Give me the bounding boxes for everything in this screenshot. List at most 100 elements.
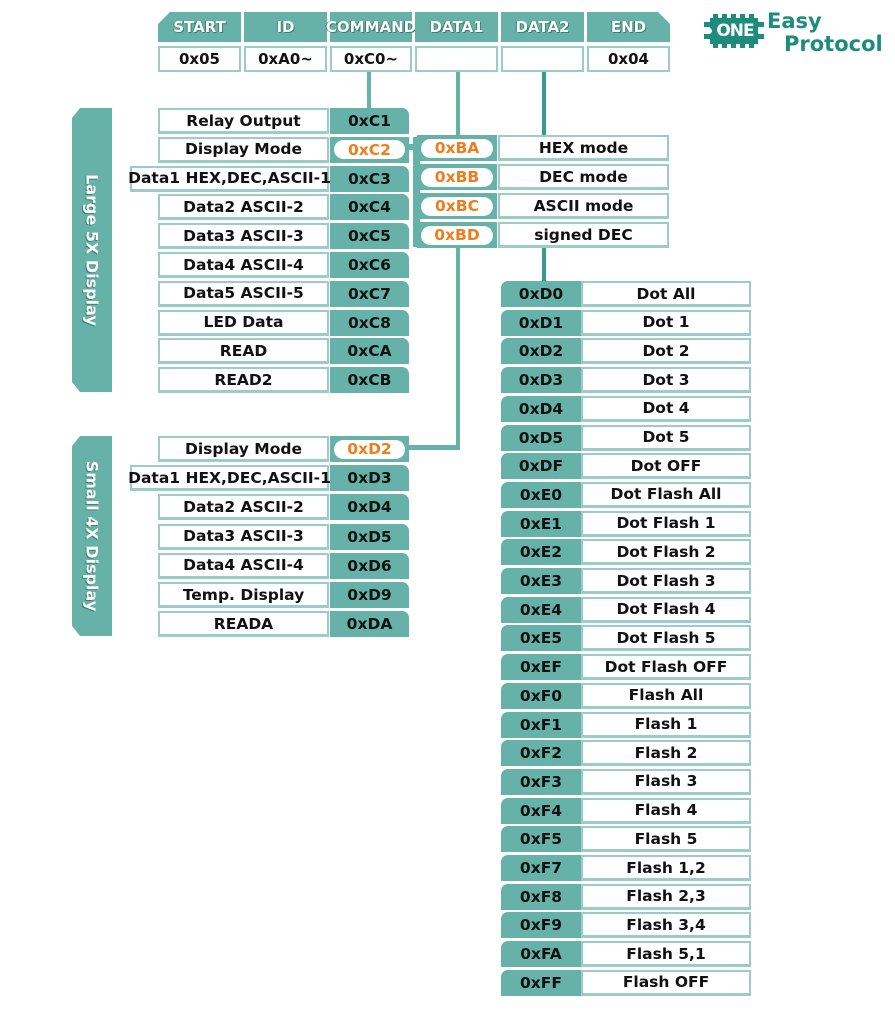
command-code: 0xD2 [334, 439, 405, 459]
frame-header-command: COMMAND [326, 12, 416, 42]
data2-option-label: Flash All [581, 682, 751, 709]
display-mode-code-box: 0xBC [417, 193, 497, 219]
data2-option-label: Flash 1 [581, 711, 751, 738]
data2-option-label: Flash 5 [581, 826, 751, 853]
frame-value-id: 0xA0~ [244, 46, 327, 72]
command-label: Data2 ASCII-2 [158, 494, 329, 521]
command-label: Data4 ASCII-4 [158, 252, 329, 278]
command-code: 0xD4 [330, 494, 409, 521]
frame-value-end: 0x04 [587, 46, 670, 72]
data2-option-label: Flash OFF [581, 969, 751, 996]
command-label: Display Mode [158, 436, 329, 462]
data2-option-code: 0xFA [501, 941, 581, 968]
frame-header-end: END [587, 12, 670, 42]
connector-command [367, 72, 371, 108]
data2-option-code: 0xF9 [501, 912, 581, 939]
data2-option-code: 0xE3 [501, 568, 581, 594]
logo-line1: Easy [767, 9, 822, 33]
data2-option-label: Dot 2 [581, 338, 751, 365]
command-label: Data3 ASCII-3 [158, 223, 329, 250]
display-mode-code-box: 0xBA [417, 135, 497, 161]
command-code: 0xD9 [330, 582, 409, 608]
small-display-side-label: Small 4X Display [72, 436, 112, 636]
data2-option-code: 0xF0 [501, 682, 581, 709]
data2-option-code: 0xE0 [501, 481, 581, 508]
command-label: Temp. Display [158, 582, 329, 608]
frame-value-start: 0x05 [158, 46, 241, 72]
command-code-highlight[interactable]: 0xD2 [330, 436, 409, 462]
data2-option-code: 0xF8 [501, 883, 581, 910]
command-label: Display Mode [158, 136, 329, 163]
command-code: 0xC3 [330, 165, 409, 192]
data2-option-label: Dot Flash All [581, 481, 751, 508]
data2-option-code: 0xD1 [501, 309, 581, 336]
data2-option-code: 0xE1 [501, 510, 581, 537]
data2-option-code: 0xD2 [501, 338, 581, 365]
data2-option-label: Dot OFF [581, 453, 751, 480]
frame-header-data1: DATA1 [415, 12, 498, 42]
display-mode-code: 0xBD [421, 225, 493, 245]
data2-option-code: 0xF7 [501, 855, 581, 881]
data2-option-code: 0xF1 [501, 711, 581, 738]
frame-header-id: ID [244, 12, 327, 42]
command-code-highlight[interactable]: 0xC2 [330, 136, 409, 163]
data2-option-code: 0xDF [501, 453, 581, 480]
data2-option-code: 0xE5 [501, 625, 581, 652]
data2-option-label: Flash 5,1 [581, 941, 751, 968]
data2-option-label: Dot All [581, 281, 751, 307]
command-code: 0xCA [330, 338, 409, 365]
data2-option-label: Flash 3 [581, 768, 751, 795]
frame-value-command: 0xC0~ [330, 46, 412, 72]
data2-option-label: Dot 4 [581, 395, 751, 422]
data2-option-code: 0xF4 [501, 797, 581, 824]
command-code: 0xC8 [330, 309, 409, 336]
one-chip-icon [704, 14, 764, 48]
